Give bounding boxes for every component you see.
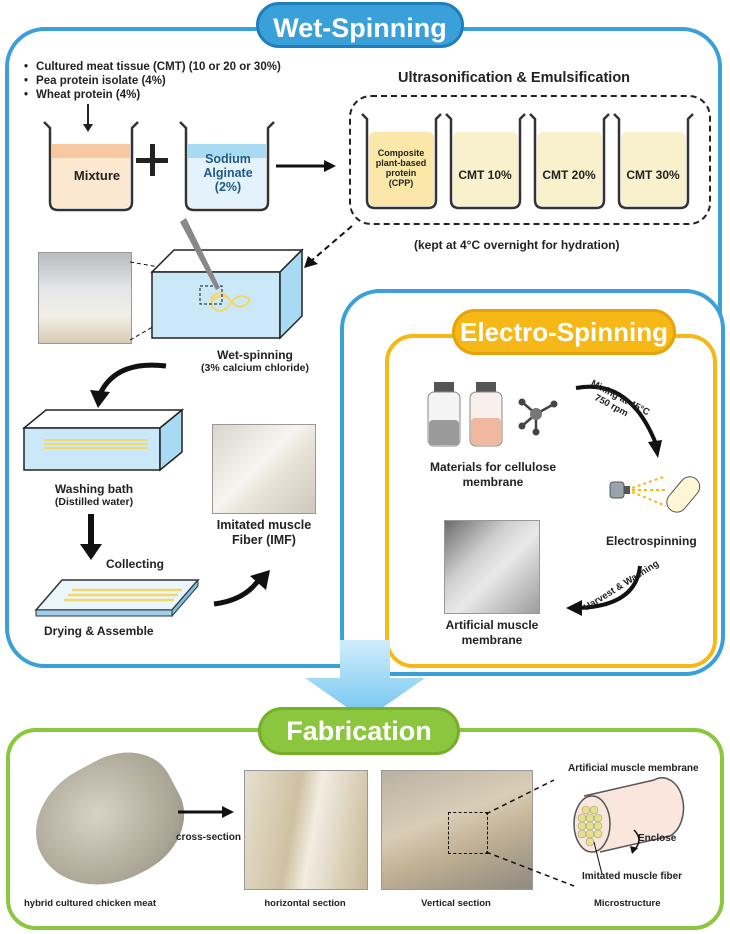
dashed-arrow-icon [304, 225, 353, 268]
imf-photo [212, 424, 316, 514]
cpp-label: Composite plant-based protein (CPP) [368, 148, 434, 188]
ingredient-item: Wheat protein (4%) [24, 88, 281, 102]
imf-line: Imitated muscle [216, 518, 312, 532]
ingredient-item: Cultured meat tissue (CMT) (10 or 20 or … [24, 60, 281, 74]
membrane-photo [444, 520, 540, 614]
washing-bath [21, 408, 185, 472]
down-arrow-icon [305, 640, 425, 720]
cmt-10-label: CMT 10% [458, 168, 512, 182]
washing-label: Washing bath [54, 482, 134, 496]
vertical-section-photo [381, 770, 533, 890]
imf-line: Fiber (IMF) [232, 533, 296, 547]
cpp-line: (CPP) [388, 178, 414, 188]
drying-label: Drying & Assemble [44, 624, 154, 638]
ultrasonification-heading: Ultrasonification & Emulsification [398, 70, 631, 86]
membrane-line: Artificial muscle [445, 618, 539, 632]
wet-spinning-sub: (3% calcium chloride) [201, 362, 309, 374]
membrane-caption: Artificial muscle membrane [424, 618, 560, 648]
hybrid-label: hybrid cultured chicken meat [24, 898, 156, 909]
ingredients-list: Cultured meat tissue (CMT) (10 or 20 or … [24, 60, 281, 102]
cpp-line: Composite [377, 148, 425, 158]
electrospinning-icon [609, 475, 701, 513]
materials-line: Materials for cellulose [429, 460, 557, 474]
hydration-note: (kept at 4°C overnight for hydration) [414, 238, 620, 252]
emulsion-group [349, 95, 711, 225]
alginate-line: (2%) [214, 180, 242, 194]
imf-caption: Imitated muscle Fiber (IMF) [204, 518, 324, 548]
beakers-illustration [43, 104, 336, 212]
wet-spinning-title: Wet-Spinning [256, 2, 464, 48]
bottles-illustration [427, 382, 558, 447]
fabrication-title: Fabrication [258, 707, 460, 755]
mixture-label: Mixture [73, 168, 121, 183]
sodium-alginate-label: Sodium Alginate (2%) [188, 152, 268, 194]
alginate-line: Alginate [203, 166, 253, 180]
cross-section-label: cross-section [176, 832, 242, 843]
horizontal-section-photo [244, 770, 368, 890]
electro-spinning-title: Electro-Spinning [452, 309, 676, 355]
microstructure-label: Microstructure [594, 898, 661, 909]
wet-spinning-tank [130, 218, 304, 341]
down-small-arrow-icon [80, 514, 102, 560]
imitated-fiber-label: Imitated muscle fiber [582, 871, 683, 882]
washing-sub: (Distilled water) [54, 496, 134, 508]
horizontal-label: horizontal section [264, 898, 346, 909]
drying-slab [34, 578, 200, 618]
membrane-line: membrane [461, 633, 523, 647]
wet-spinning-photo [38, 252, 132, 344]
wet-spinning-caption: Wet-spinning (3% calcium chloride) [170, 348, 340, 374]
cmt-20-label: CMT 20% [542, 168, 596, 182]
electrospinning-label: Electrospinning [606, 534, 697, 548]
curved-arrow-icon [90, 362, 167, 408]
emulsion-beakers [361, 112, 695, 210]
cross-section-arrow-icon [178, 806, 234, 818]
materials-caption: Materials for cellulose membrane [418, 460, 568, 490]
microstructure-diagram [485, 777, 685, 887]
cmt-30-label: CMT 30% [626, 168, 680, 182]
harvest-arrow-icon [566, 565, 642, 616]
wet-spinning-label: Wet-spinning [217, 348, 293, 362]
collecting-label: Collecting [106, 557, 165, 571]
artificial-membrane-label: Artificial muscle membrane [568, 763, 699, 774]
washing-caption: Washing bath (Distilled water) [24, 482, 164, 508]
ingredient-item: Pea protein isolate (4%) [24, 74, 281, 88]
cpp-line: protein [385, 168, 417, 178]
materials-line: membrane [462, 475, 524, 489]
mixing-arrow-icon [575, 384, 662, 458]
vertical-label: Vertical section [421, 898, 491, 909]
cpp-line: plant-based [375, 158, 427, 168]
zoom-box [448, 812, 488, 854]
curved-up-arrow-icon [213, 570, 270, 607]
enclose-label: Enclose [638, 833, 677, 844]
alginate-line: Sodium [205, 152, 251, 166]
